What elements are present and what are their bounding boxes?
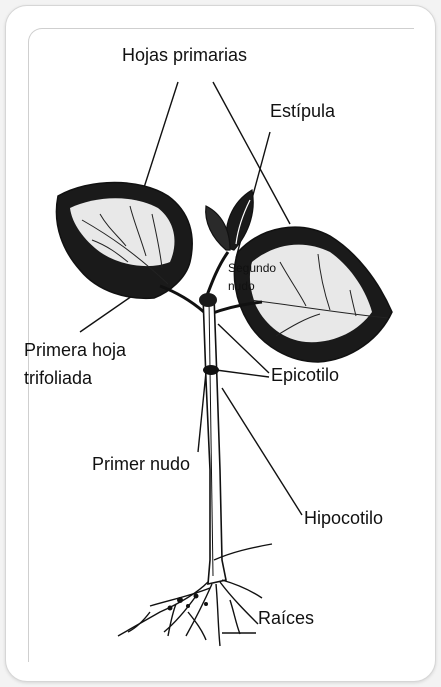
trifoliate-leaflet-left xyxy=(206,206,230,250)
label-hipocotilo: Hipocotilo xyxy=(304,508,383,528)
leader-primer-nudo xyxy=(198,372,206,452)
trifoliate-leaflet-top xyxy=(226,190,253,250)
label-estipula: Estípula xyxy=(270,101,336,121)
label-epicotilo: Epicotilo xyxy=(271,365,339,385)
second-node xyxy=(199,293,217,307)
label-raices: Raíces xyxy=(258,608,314,628)
label-primer-nudo: Primer nudo xyxy=(92,454,190,474)
main-stem xyxy=(203,296,226,584)
plant-illustration xyxy=(56,183,392,647)
label-primera-hoja-line2: trifoliada xyxy=(24,368,93,388)
label-segundo-nudo-line2: nudo xyxy=(228,279,255,293)
leader-hojas-left xyxy=(140,82,178,200)
leader-primera-hoja xyxy=(80,296,132,332)
leader-hipocotilo xyxy=(222,388,302,515)
label-hojas-primarias: Hojas primarias xyxy=(122,45,247,65)
first-node xyxy=(203,365,219,375)
leader-epicotilo-2 xyxy=(216,370,269,377)
roots xyxy=(118,580,262,646)
label-primera-hoja-line1: Primera hoja xyxy=(24,340,127,360)
label-segundo-nudo-line1: Segundo xyxy=(228,261,276,275)
